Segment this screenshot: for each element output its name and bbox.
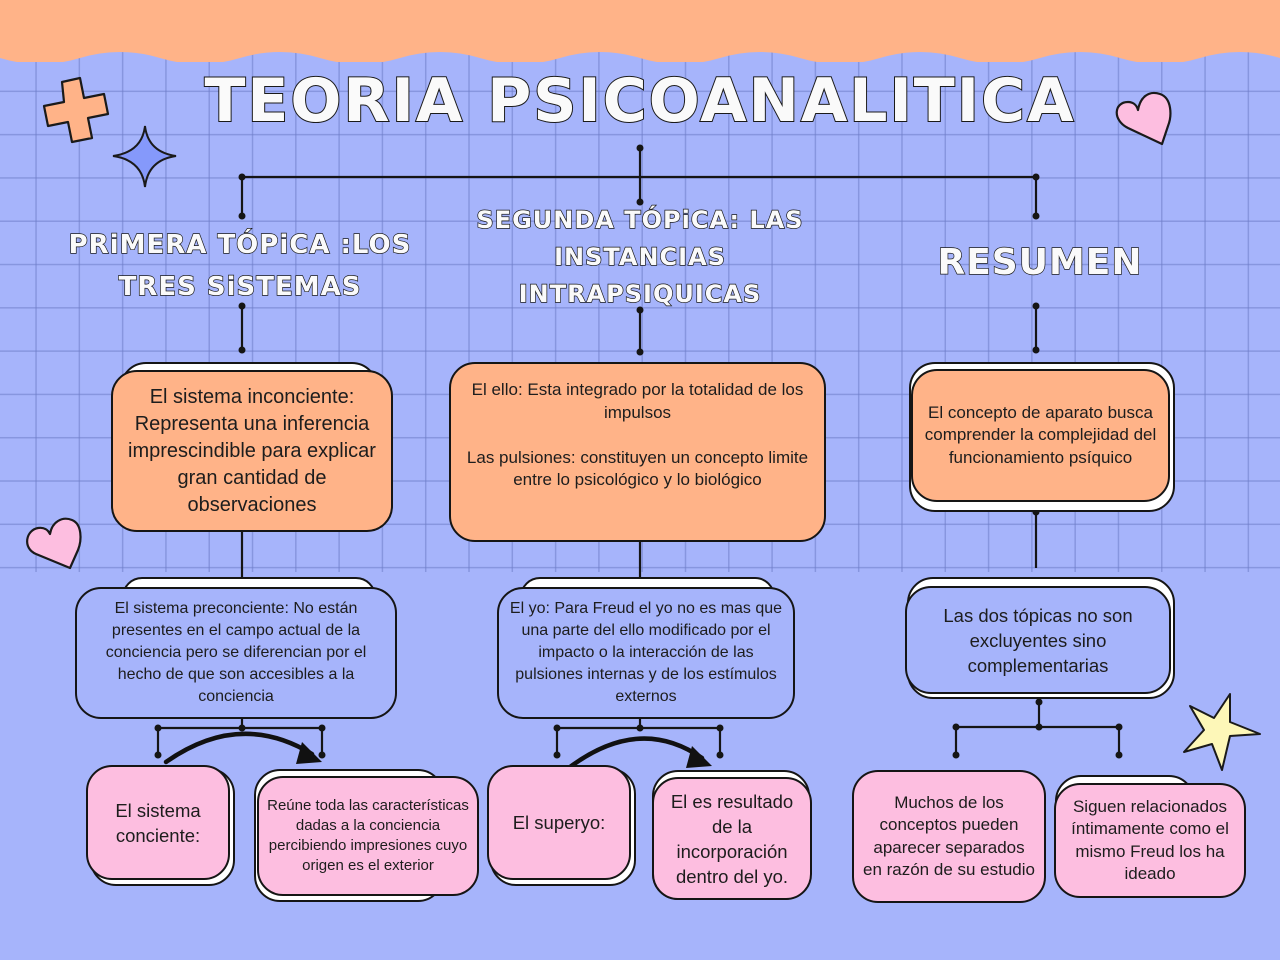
scalloped-banner (0, 0, 1280, 62)
heart-icon (26, 517, 82, 570)
heading-segunda-topica: SEGUNDA TÓPiCA: LAS INSTANCIAS INTRAPSIQ… (476, 205, 804, 308)
heart-icon (1115, 91, 1172, 146)
card-text: El sistema conciente: (115, 799, 201, 846)
card-text: Siguen relacionados íntimamente como el … (1071, 796, 1229, 884)
card-text: El ello: Esta integrado por la totalidad… (466, 380, 809, 489)
star-icon (1183, 693, 1261, 771)
card-text: El superyo: (512, 812, 606, 833)
heading-primera-topica: PRiMERA TÓPiCA :LOS TRES SiSTEMAS (68, 229, 412, 302)
card-text: Las dos tópicas no son excluyentes sino … (943, 604, 1133, 676)
card-conceptos-separados: Muchos de los conceptos pueden aparecer … (852, 770, 1046, 903)
card-ello-pulsiones: El ello: Esta integrado por la totalidad… (449, 362, 826, 542)
heading-resumen: RESUMEN (937, 241, 1143, 283)
card-sistema-preconciente: El sistema preconciente: No están presen… (75, 587, 397, 719)
card-text: El yo: Para Freud el yo no es mas que un… (509, 600, 783, 705)
card-text: Reúne toda las características dadas a l… (267, 797, 469, 874)
card-siguen-relacionados: Siguen relacionados íntimamente como el … (1054, 783, 1246, 898)
card-yo: El yo: Para Freud el yo no es mas que un… (497, 587, 795, 719)
card-text: El sistema inconciente: Representa una i… (128, 385, 376, 516)
card-superyo: El superyo: (487, 765, 631, 880)
card-dos-topicas: Las dos tópicas no son excluyentes sino … (905, 586, 1171, 694)
card-text: Muchos de los conceptos pueden aparecer … (862, 792, 1035, 880)
plus-icon (42, 76, 110, 144)
card-reune-caracteristicas: Reúne toda las características dadas a l… (257, 776, 479, 896)
card-concepto-aparato: El concepto de aparato busca comprender … (911, 369, 1170, 502)
sparkle-icon (112, 125, 177, 188)
card-sistema-inconciente: El sistema inconciente: Representa una i… (111, 370, 393, 532)
card-sistema-conciente: El sistema conciente: (86, 765, 230, 880)
page-title: TEORIA PSICOANALITICA (203, 65, 1076, 137)
card-text: El concepto de aparato busca comprender … (924, 402, 1157, 467)
card-text: El es resultado de la incorporación dent… (670, 790, 794, 887)
card-resultado-incorporacion: El es resultado de la incorporación dent… (652, 777, 812, 900)
card-text: El sistema preconciente: No están presen… (105, 600, 367, 705)
